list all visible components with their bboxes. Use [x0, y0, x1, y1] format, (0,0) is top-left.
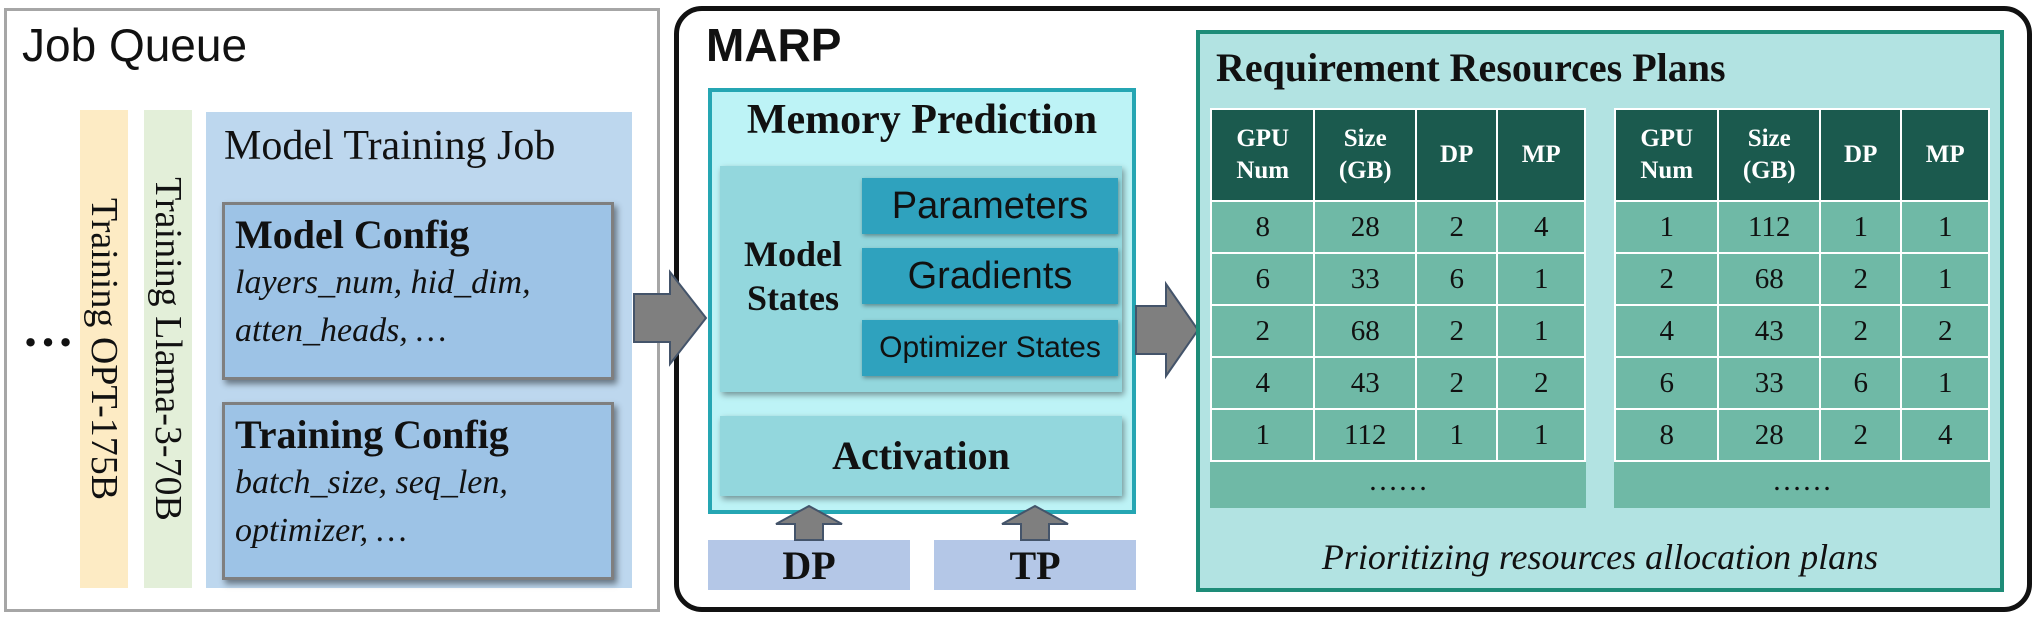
table-cell: 68: [1313, 304, 1417, 358]
activation-box: Activation: [720, 416, 1122, 496]
col-header-mp: MP: [1900, 108, 1990, 202]
job-llama-3-70b: Training Llama-3-70B: [144, 110, 192, 588]
table-cell: 33: [1717, 356, 1821, 410]
table-cell: 1: [1496, 252, 1586, 306]
parameters-box: Parameters: [862, 178, 1118, 234]
table-cell: 2: [1900, 304, 1990, 358]
col-header-gpu-num: GPU Num: [1613, 108, 1720, 202]
job-opt-175b-label: Training OPT-175B: [83, 197, 125, 501]
table-cell: 2: [1818, 304, 1903, 358]
table-cell: 6: [1613, 356, 1720, 410]
table-row: 2 68 2 1: [1209, 304, 1586, 358]
table-cell: 112: [1313, 408, 1417, 462]
model-training-job-title: Model Training Job: [224, 123, 556, 169]
table-cell: 8: [1613, 408, 1720, 462]
table-cell: 28: [1717, 408, 1821, 462]
job-queue-title: Job Queue: [22, 19, 248, 71]
table-cell: 1: [1209, 408, 1316, 462]
table-cell: 4: [1900, 408, 1990, 462]
table-cell: 8: [1209, 200, 1316, 254]
table-cell: 43: [1313, 356, 1417, 410]
table-row: 6 33 6 1: [1613, 356, 1990, 410]
requirement-plans-title: Requirement Resources Plans: [1216, 45, 1726, 90]
table-cell: 112: [1717, 200, 1821, 254]
training-config-title: Training Config: [235, 412, 509, 457]
table-cell: 1: [1818, 200, 1903, 254]
table-cell: 2: [1496, 356, 1586, 410]
plan-table-right-more: ……: [1772, 464, 1832, 497]
table-cell: 1: [1900, 200, 1990, 254]
memory-prediction-title: Memory Prediction: [746, 97, 1098, 143]
plan-table-right-grid: GPU Num Size (GB) DP MP 1 112 1 1 2 68 2…: [1613, 108, 1990, 462]
plan-table-left-grid: GPU Num Size (GB) DP MP 8 28 2 4 6 33 6 …: [1209, 108, 1586, 462]
training-config-box: Training Config batch_size, seq_len, opt…: [222, 402, 614, 580]
table-cell: 68: [1717, 252, 1821, 306]
marp-title: MARP: [706, 19, 842, 71]
table-cell: 2: [1414, 304, 1499, 358]
plan-table-left-more: ……: [1368, 464, 1428, 497]
training-config-line-2: optimizer, …: [235, 512, 407, 549]
table-cell: 1: [1613, 200, 1720, 254]
table-cell: 2: [1209, 304, 1316, 358]
model-config-line-1: layers_num, hid_dim,: [235, 264, 531, 301]
job-queue-ellipsis: …: [22, 301, 74, 358]
job-llama-3-70b-label: Training Llama-3-70B: [147, 177, 190, 521]
table-cell: 1: [1900, 252, 1990, 306]
table-cell: 6: [1818, 356, 1903, 410]
job-opt-175b: Training OPT-175B: [80, 110, 128, 588]
col-header-dp: DP: [1414, 108, 1499, 202]
table-cell: 2: [1818, 252, 1903, 306]
tp-input-box: TP: [934, 540, 1136, 590]
table-cell: 2: [1613, 252, 1720, 306]
training-config-line-1: batch_size, seq_len,: [235, 464, 508, 501]
col-header-size: Size (GB): [1717, 108, 1821, 202]
table-cell: 2: [1414, 356, 1499, 410]
gradients-box: Gradients: [862, 248, 1118, 304]
table-row: 6 33 6 1: [1209, 252, 1586, 306]
table-row: 1 112 1 1: [1613, 200, 1990, 254]
table-cell: 28: [1313, 200, 1417, 254]
model-states-label: Model States: [744, 234, 842, 318]
table-cell: 4: [1613, 304, 1720, 358]
table-header-row: GPU Num Size (GB) DP MP: [1613, 108, 1990, 202]
dp-input-box: DP: [708, 540, 910, 590]
plan-table-left: GPU Num Size (GB) DP MP 8 28 2 4 6 33 6 …: [1209, 108, 1586, 508]
table-cell: 1: [1900, 356, 1990, 410]
table-cell: 43: [1717, 304, 1821, 358]
table-cell: 6: [1414, 252, 1499, 306]
table-cell: 1: [1414, 408, 1499, 462]
table-row: 4 43 2 2: [1613, 304, 1990, 358]
table-cell: 1: [1496, 408, 1586, 462]
table-row: 2 68 2 1: [1613, 252, 1990, 306]
table-cell: 2: [1818, 408, 1903, 462]
table-row: 4 43 2 2: [1209, 356, 1586, 410]
optimizer-states-box: Optimizer States: [862, 320, 1118, 376]
prioritizing-caption: Prioritizing resources allocation plans: [1321, 537, 1879, 577]
table-cell: 2: [1414, 200, 1499, 254]
table-cell: 4: [1209, 356, 1316, 410]
table-cell: 4: [1496, 200, 1586, 254]
table-header-row: GPU Num Size (GB) DP MP: [1209, 108, 1586, 202]
col-header-size: Size (GB): [1313, 108, 1417, 202]
model-config-box: Model Config layers_num, hid_dim, atten_…: [222, 202, 614, 380]
table-row: 8 28 2 4: [1209, 200, 1586, 254]
col-header-gpu-num: GPU Num: [1209, 108, 1316, 202]
col-header-dp: DP: [1818, 108, 1903, 202]
model-config-line-2: atten_heads, …: [235, 312, 447, 349]
table-row: 8 28 2 4: [1613, 408, 1990, 462]
table-cell: 33: [1313, 252, 1417, 306]
table-row: 1 112 1 1: [1209, 408, 1586, 462]
col-header-mp: MP: [1496, 108, 1586, 202]
table-cell: 1: [1496, 304, 1586, 358]
table-cell: 6: [1209, 252, 1316, 306]
plan-table-right: GPU Num Size (GB) DP MP 1 112 1 1 2 68 2…: [1613, 108, 1990, 508]
model-config-title: Model Config: [235, 212, 470, 257]
